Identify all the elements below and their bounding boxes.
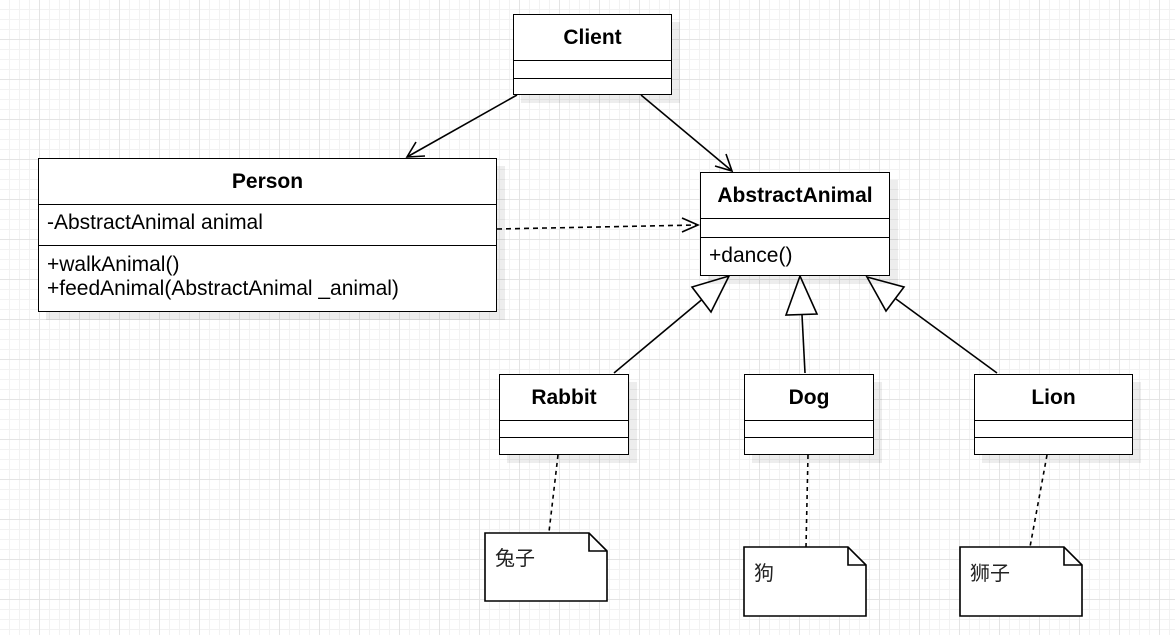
client-abstractanimal-association[interactable] xyxy=(640,94,734,173)
operations-compartment xyxy=(500,437,628,454)
rabbit-class[interactable]: Rabbit xyxy=(499,374,629,455)
rabbit-note-text: 兔子 xyxy=(495,546,535,570)
operation: +feedAnimal(AbstractAnimal _animal) xyxy=(47,277,399,300)
rabbit-note[interactable] xyxy=(484,532,608,602)
rabbit-note-anchor xyxy=(548,454,559,533)
attribute: -AbstractAnimal animal xyxy=(47,211,263,234)
class-name: Dog xyxy=(788,385,830,409)
dog-note-anchor xyxy=(805,454,809,548)
lion-note[interactable] xyxy=(959,546,1083,617)
operations-compartment xyxy=(514,78,671,94)
lion-note-anchor xyxy=(1029,454,1048,548)
class-name: Person xyxy=(231,169,304,193)
attributes-compartment xyxy=(701,218,889,237)
operations-compartment: +dance() xyxy=(701,237,889,275)
client-person-association[interactable] xyxy=(405,94,518,158)
person-class[interactable]: Person -AbstractAnimal animal +walkAnima… xyxy=(38,158,497,312)
class-name: AbstractAnimal xyxy=(717,183,873,207)
class-name: Lion xyxy=(1031,385,1076,409)
dog-note[interactable] xyxy=(743,546,867,617)
lion-class[interactable]: Lion xyxy=(974,374,1133,455)
class-name: Rabbit xyxy=(531,385,597,409)
operations-compartment xyxy=(745,437,873,454)
attributes-compartment xyxy=(500,420,628,437)
operations-compartment: +walkAnimal() +feedAnimal(AbstractAnimal… xyxy=(39,245,496,311)
dog-generalization[interactable] xyxy=(784,273,819,374)
person-abstractanimal-dependency[interactable] xyxy=(496,217,700,233)
dog-class[interactable]: Dog xyxy=(744,374,874,455)
operation: +dance() xyxy=(709,244,793,267)
lion-generalization[interactable] xyxy=(865,275,998,374)
attributes-compartment xyxy=(514,60,671,78)
attributes-compartment xyxy=(745,420,873,437)
operations-compartment xyxy=(975,437,1132,454)
operation: +walkAnimal() xyxy=(47,253,180,276)
lion-note-text: 狮子 xyxy=(970,561,1010,585)
attributes-compartment xyxy=(975,420,1132,437)
rabbit-generalization[interactable] xyxy=(613,274,731,374)
dog-note-text: 狗 xyxy=(754,561,774,585)
class-name: Client xyxy=(563,25,622,49)
attributes-compartment: -AbstractAnimal animal xyxy=(39,204,496,245)
client-class[interactable]: Client xyxy=(513,14,672,95)
abstractanimal-class[interactable]: AbstractAnimal +dance() xyxy=(700,172,890,276)
